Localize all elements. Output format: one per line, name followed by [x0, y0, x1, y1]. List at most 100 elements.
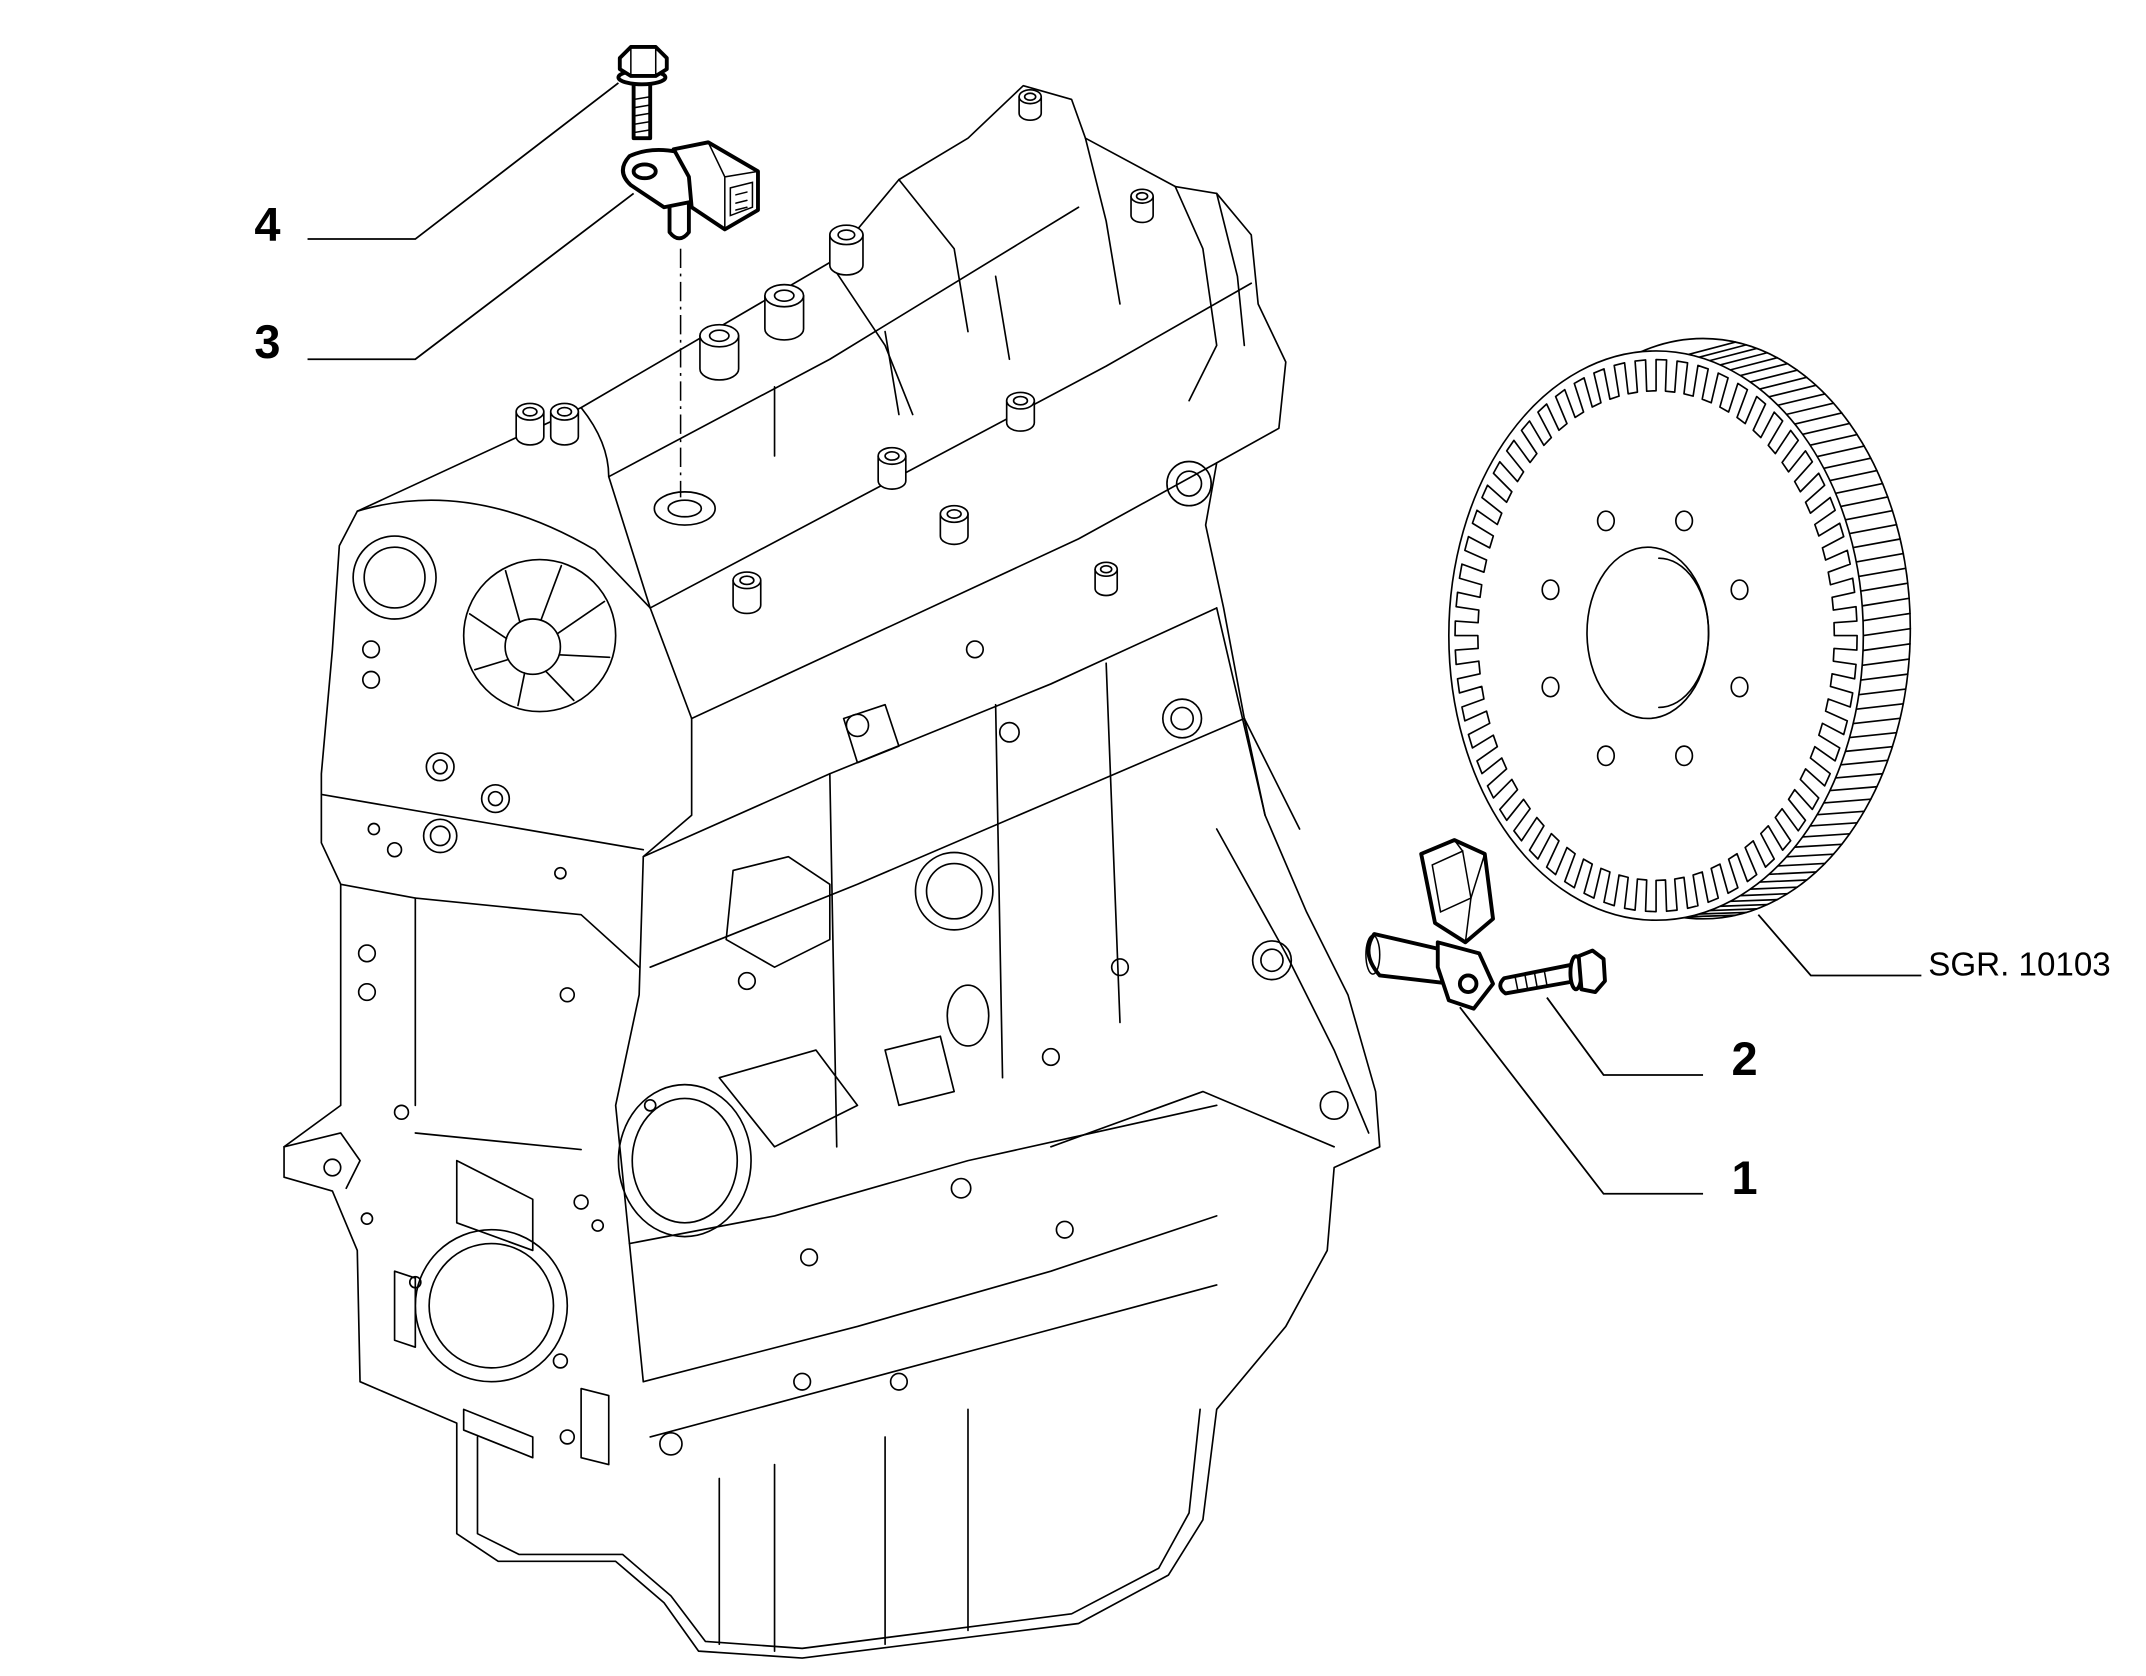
engine-hole — [659, 1431, 683, 1456]
callout-1[interactable]: 1 — [1459, 1006, 1758, 1204]
bolt-boss-hole — [1135, 191, 1149, 201]
bolt-boss-top — [549, 402, 580, 421]
engine-edge — [690, 462, 1218, 720]
engine-hole — [367, 822, 381, 836]
engine-edge — [1084, 137, 1121, 305]
engine-hole — [323, 1158, 342, 1177]
engine-edge — [580, 1387, 610, 1466]
engine-hole — [998, 721, 1020, 743]
engine-edge — [718, 1049, 859, 1148]
bolt-head — [617, 45, 669, 78]
pulley-spoke — [540, 564, 563, 622]
engine-hole — [480, 783, 511, 814]
callout-1-leader — [1459, 1006, 1704, 1195]
bolt-boss-hole — [1099, 564, 1113, 574]
bolt-boss-hole — [556, 406, 573, 417]
bolt-boss — [515, 410, 545, 446]
pulley-spoke — [556, 600, 606, 635]
callout-4[interactable]: 4 — [254, 82, 619, 251]
callout-4-label[interactable]: 4 — [254, 197, 280, 250]
bolt-boss-top — [699, 323, 740, 348]
callout-2-label[interactable]: 2 — [1731, 1032, 1757, 1085]
pulley-spoke — [474, 658, 510, 671]
engine-hole — [428, 1242, 555, 1369]
sensor-body — [671, 140, 760, 232]
engine-edge — [1215, 607, 1266, 817]
wheel-bolt-hole — [1541, 579, 1560, 601]
camshaft-sensor — [620, 140, 760, 241]
pulley-spoke — [517, 672, 526, 707]
engine-edge — [642, 1215, 1218, 1383]
sensor-probe-tip — [1365, 934, 1381, 975]
engine-hole — [559, 987, 576, 1003]
engine-hole — [357, 944, 377, 963]
engine-hole — [425, 752, 455, 782]
engine-hole — [1319, 1090, 1349, 1121]
reference-leader — [1757, 914, 1922, 977]
engine-edge — [628, 1104, 1218, 1245]
bolt-shank — [631, 78, 653, 141]
pulley-spoke — [504, 569, 521, 624]
reference-callout[interactable]: SGR. 10103 — [1757, 914, 2111, 984]
engine-edge — [1050, 1090, 1335, 1148]
camshaft-sensor-bolt — [616, 45, 669, 141]
engine-edge — [649, 717, 1246, 969]
filter-housing-bore — [631, 1097, 739, 1224]
reference-label[interactable]: SGR. 10103 — [1928, 946, 2110, 983]
filter-housing — [617, 1083, 752, 1238]
pulley-spoke — [544, 670, 575, 702]
engine-edge — [455, 1159, 534, 1252]
crankshaft-sensor-bolt — [1498, 948, 1607, 996]
engine-edge — [320, 793, 645, 851]
engine-edge — [994, 275, 1011, 361]
callout-3-label[interactable]: 3 — [254, 315, 280, 368]
callout-2[interactable]: 2 — [1546, 997, 1758, 1085]
engine-edge — [393, 1270, 417, 1348]
engine-edge — [476, 1408, 1201, 1650]
engine-hole — [591, 1219, 605, 1232]
engine-edge — [649, 1284, 1218, 1438]
engine-hole — [360, 1212, 374, 1226]
engine-edge — [994, 703, 1004, 1079]
engine-hole — [914, 851, 994, 931]
wheel-hub-step — [1658, 557, 1710, 709]
bolt-boss-hole — [739, 575, 755, 586]
engine-hole — [357, 982, 377, 1002]
bolt-boss — [549, 410, 580, 446]
wheel-bolt-hole — [1596, 510, 1616, 532]
wheel-bolt-hole — [1596, 745, 1616, 767]
engine-hole — [1175, 470, 1203, 497]
bolt-head-facets — [630, 46, 657, 77]
engine-hole — [559, 1429, 576, 1445]
engine-hole — [1251, 940, 1293, 981]
engine-hole — [889, 1372, 909, 1391]
wheel-bolt-hole — [1675, 745, 1694, 767]
engine-hole — [1110, 958, 1130, 977]
engine-edge — [356, 499, 693, 1383]
engine-edge — [1215, 828, 1370, 1134]
engine-hole — [554, 866, 567, 880]
callout-1-label[interactable]: 1 — [1731, 1151, 1757, 1204]
engine-hole — [361, 640, 381, 659]
callout-3[interactable]: 3 — [254, 192, 635, 368]
engine-hole — [361, 670, 381, 689]
engine-hole — [432, 759, 448, 775]
callout-2-leader — [1546, 997, 1704, 1076]
engine-hole — [793, 1372, 812, 1391]
bolt-boss-hole — [773, 289, 795, 303]
bolt-boss-top — [1005, 391, 1036, 410]
engine-boss — [946, 984, 990, 1047]
engine-hole — [422, 818, 458, 854]
bolt-boss-top — [828, 224, 864, 246]
engine-hole — [643, 1099, 657, 1112]
engine-edge — [1105, 662, 1121, 1024]
bolt-thread — [1514, 969, 1548, 992]
engine-hole — [1166, 460, 1212, 507]
engine-hole — [386, 842, 403, 858]
callout-4-leader — [307, 82, 619, 240]
engine-hole — [352, 535, 437, 620]
engine-hole — [504, 618, 562, 676]
engine-edge — [642, 607, 1218, 858]
sensor-flange-hole — [1457, 973, 1479, 994]
